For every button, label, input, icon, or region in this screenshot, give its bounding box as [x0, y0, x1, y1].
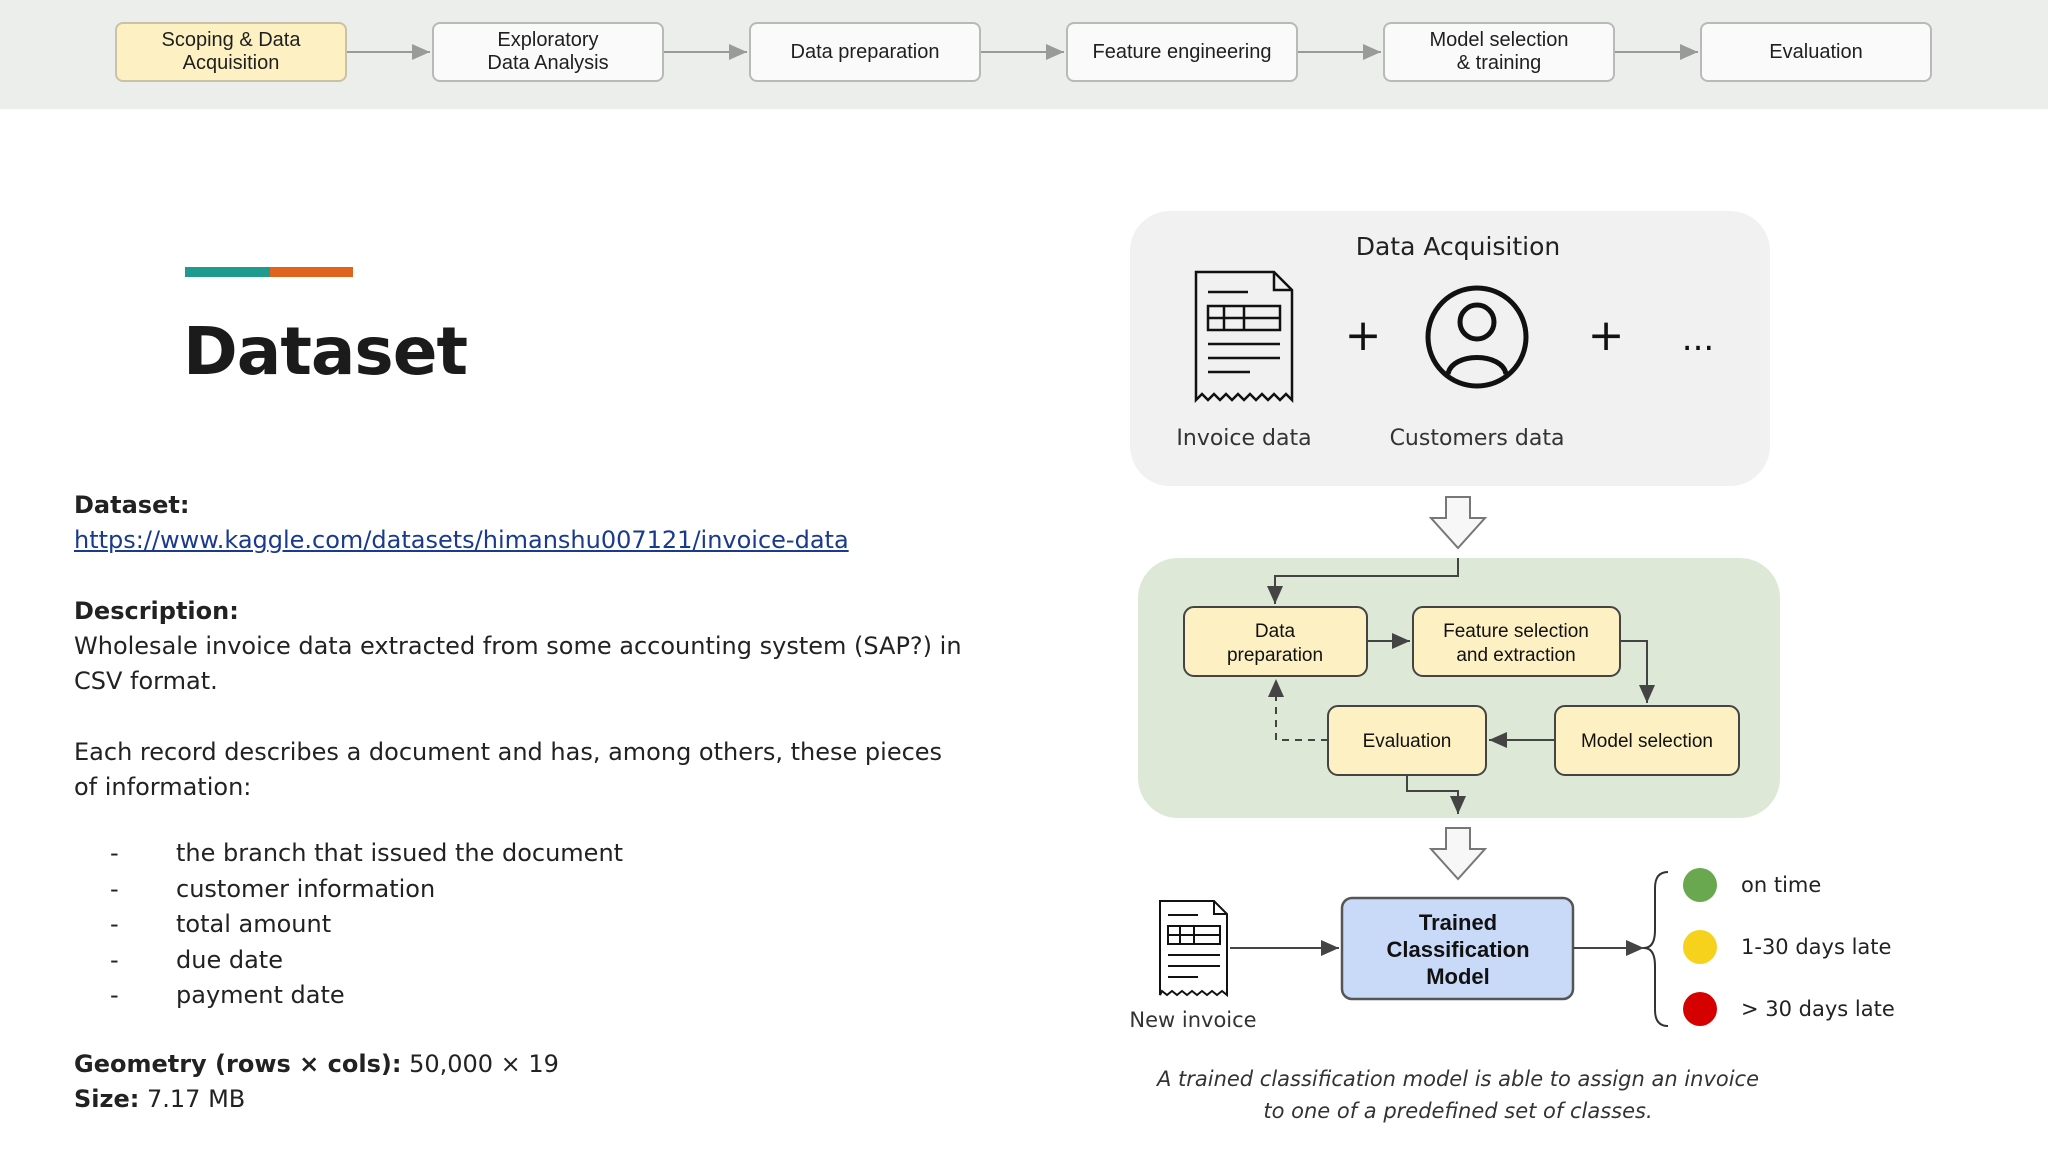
plus-sign: +	[1345, 310, 1382, 361]
list-item: -total amount	[110, 910, 332, 938]
down-arrow-icon	[1428, 827, 1488, 881]
dataset-link[interactable]: https://www.kaggle.com/datasets/himanshu…	[74, 526, 849, 554]
pipeline-step-1[interactable]: Scoping & Data Acquisition	[115, 22, 347, 82]
trained-model-label: Classification	[1386, 937, 1529, 962]
class-dot-on-time	[1683, 868, 1717, 902]
evaluation-label: Evaluation	[1363, 731, 1452, 752]
data-acquisition-title: Data Acquisition	[1356, 232, 1561, 261]
accent-bar-teal	[185, 267, 270, 277]
description-line: CSV format.	[74, 667, 218, 695]
flow-arrow	[1267, 558, 1459, 604]
class-label: 1-30 days late	[1741, 935, 1891, 959]
list-item: -customer information	[110, 874, 436, 903]
description-line: Wholesale invoice data extracted from so…	[74, 632, 962, 660]
pipeline-step-2[interactable]: Exploratory Data Analysis	[432, 22, 664, 82]
page-title: Dataset	[183, 313, 468, 390]
data-preparation-label: Data	[1255, 621, 1296, 642]
flow-arrow	[1406, 775, 1466, 814]
geometry-info: Geometry (rows × cols): 50,000 × 19	[74, 1050, 559, 1078]
feature-selection-label: and extraction	[1456, 645, 1575, 666]
pipeline-arrows	[347, 44, 1698, 60]
pipeline-step-5[interactable]: Model selection & training	[1383, 22, 1615, 82]
feature-selection-label: Feature selection	[1443, 621, 1589, 642]
pipeline-step-6[interactable]: Evaluation	[1700, 22, 1932, 82]
list-item: -the branch that issued the document	[110, 839, 624, 867]
description-line: Each record describes a document and has…	[74, 738, 943, 766]
invoice-document-icon	[1194, 270, 1294, 404]
customers-data-label: Customers data	[1390, 426, 1565, 451]
new-invoice-icon	[1159, 900, 1228, 998]
feedback-arrow	[1268, 679, 1328, 741]
pipeline-step-4[interactable]: Feature engineering	[1066, 22, 1298, 82]
flow-arrow	[1620, 640, 1655, 703]
trained-model-label: Model	[1426, 964, 1490, 989]
plus-sign: +	[1588, 310, 1625, 361]
class-brace	[1643, 871, 1669, 1027]
model-selection-label: Model selection	[1581, 731, 1713, 752]
invoice-data-label: Invoice data	[1176, 426, 1311, 451]
class-dot-1-30-days	[1683, 930, 1717, 964]
down-arrow-icon	[1428, 496, 1488, 550]
size-info: Size: 7.17 MB	[74, 1085, 246, 1113]
accent-bar-orange	[270, 267, 353, 277]
list-item: -due date	[110, 945, 283, 974]
info-bullet-list: -the branch that issued the document -cu…	[110, 836, 623, 1014]
user-circle-icon	[1425, 285, 1529, 389]
caption-line: A trained classification model is able t…	[1156, 1067, 1760, 1091]
class-label: on time	[1741, 873, 1821, 897]
class-dot-over-30-days	[1683, 992, 1717, 1026]
trained-model-label: Trained	[1419, 910, 1497, 935]
diagram-caption: A trained classification model is able t…	[1130, 1063, 1786, 1127]
list-item: -payment date	[110, 981, 345, 1009]
training-loop-panel	[1138, 558, 1780, 818]
pipeline-step-3[interactable]: Data preparation	[749, 22, 981, 82]
new-invoice-label: New invoice	[1129, 1008, 1256, 1032]
description-line: of information:	[74, 773, 252, 801]
class-label: > 30 days late	[1741, 997, 1895, 1021]
caption-line: to one of a predefined set of classes.	[1263, 1099, 1653, 1123]
dataset-label: Dataset:	[74, 491, 190, 519]
ellipsis: ...	[1682, 319, 1714, 359]
description-label: Description:	[74, 597, 239, 625]
data-preparation-label: preparation	[1227, 645, 1323, 666]
data-acquisition-panel	[1130, 211, 1770, 486]
